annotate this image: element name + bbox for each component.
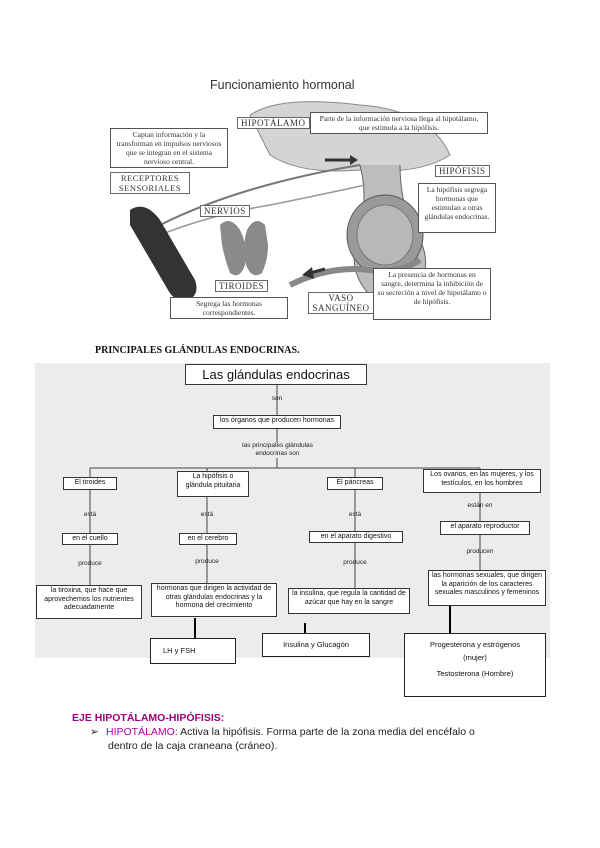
section-title: EJE HIPOTÁLAMO-HIPÓFISIS: [72,712,225,724]
figure-title: Funcionamiento hormonal [210,78,355,92]
hipofisis-label: HIPÓFISIS [435,165,490,177]
hipotalamo-label: HIPOTÁLAMO [237,117,310,129]
bullet-hipotalamo: ➢ HIPOTÁLAMO: Activa la hipófisis. Forma … [90,725,530,753]
tiroides-note: Segrega las hormonas correspondientes. [170,297,288,319]
concept-map: Las glándulas endocrinas son los órganos… [35,363,550,658]
loc-cuello: en el cuello [62,533,118,545]
link-produce-2: produce [195,558,219,565]
loc-reproductor: el aparato reproductor [440,521,530,535]
prod-sexuales: las hormonas sexuales, que dirigen la ap… [428,570,546,606]
map-definition: los órganos que producen hormonas [213,415,341,429]
bullet-term: HIPOTÁLAMO [106,726,175,738]
link-produce-1: produce [78,560,102,567]
bullet-arrow-icon: ➢ [90,726,99,738]
link-esta-2: está [200,511,214,518]
out-insulina-glucagon: Insulina y Glucagón [262,633,370,657]
link-principales: las principales glándulas endocrinas son [242,442,313,457]
receptores-label: RECEPTORES SENSORIALES [110,172,190,194]
prod-insulina: la insulina, que regula la cantidad de a… [288,588,410,614]
tiroides-label: TIROIDES [215,280,268,292]
link-esta-3: está [348,511,362,518]
nervios-label: NERVIOS [200,205,250,217]
gland-pancreas: El páncreas [327,477,383,490]
bullet-text-1: : Activa la hipófisis. Forma parte de la… [174,726,475,738]
out-progesterona: Progesterona y estrógenos [429,640,521,649]
link-estan-4: están en [467,502,493,509]
map-connectors [89,385,481,638]
hormonal-illustration [130,101,451,301]
prod-hipofisis: hormonas que dirigen la actividad de otr… [151,583,277,617]
prod-tiroxina: la tiroxina, que hace que aprovechemos l… [36,585,142,619]
loc-cerebro: en el cerebro [179,533,237,545]
link-producen-4: producen [466,548,494,555]
link-son: son [271,395,283,402]
hipofisis-note: La hipófisis segrega hormonas que estimu… [418,183,496,233]
map-root: Las glándulas endocrinas [185,364,367,385]
vaso-note: La presencia de hormonas en sangre, dete… [373,268,491,320]
out-lh-fsh: LH y FSH [150,638,236,664]
bullet-text-2: dentro de la caja craneana (cráneo). [108,740,278,752]
map-heading: PRINCIPALES GLÁNDULAS ENDOCRINAS. [95,345,300,356]
out-sexual-hormones: Progesterona y estrógenos (mujer) Testos… [404,633,546,697]
loc-digestivo: en el aparato digestivo [309,531,403,543]
receptores-note: Captan información y la transforman en i… [110,128,228,168]
link-produce-3: produce [343,559,367,566]
gland-tiroides: El tiroides [63,477,117,490]
gland-hipofisis: La hipófisis o glándula pituitaria [177,471,249,497]
vaso-label: VASO SANGUÍNEO [308,292,374,314]
link-esta-1: está [83,511,97,518]
out-testosterona: Testosterona (Hombre) [436,669,514,678]
gland-gonadas: Los ovarios, en las mujeres, y los testí… [423,469,541,493]
out-mujer: (mujer) [463,653,487,662]
hipotalamo-note: Parte de la información nerviosa llega a… [310,112,488,134]
